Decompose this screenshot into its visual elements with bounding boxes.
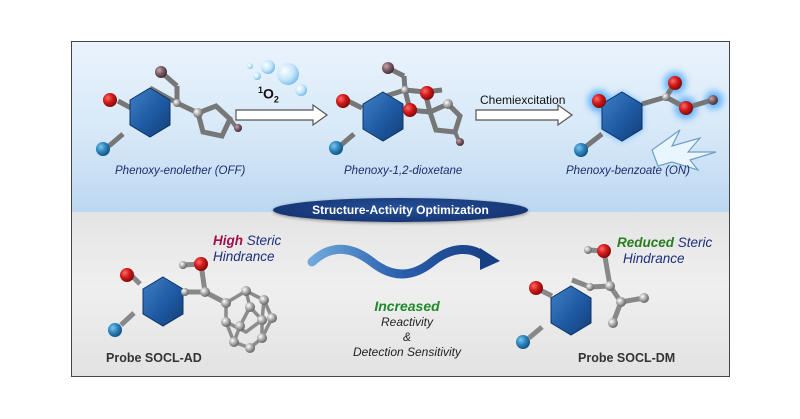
molecule-phenoxy-enolether [96, 66, 242, 156]
ampersand-text: & [402, 330, 411, 344]
reduced-steric-line2: Hindrance [623, 251, 685, 266]
high-steric-line2: Hindrance [213, 249, 275, 264]
reduced-steric-rest: Steric [674, 235, 713, 250]
reduced-emphasis: Reduced [617, 235, 675, 250]
optimization-wave-arrow [307, 244, 500, 279]
probe-socl-ad-label: Probe SOCL-AD [106, 351, 202, 365]
singlet-oxygen-label: 1O2 [258, 85, 279, 104]
reagent-subscript: 2 [273, 94, 279, 105]
banner-text: Structure-Activity Optimization [312, 203, 489, 217]
reaction-arrow-1 [235, 103, 329, 127]
chemiexcitation-label: Chemiexcitation [480, 93, 566, 107]
caption-dioxetane: Phenoxy-1,2-dioxetane [344, 165, 463, 177]
structure-activity-banner: Structure-Activity Optimization [273, 198, 528, 222]
high-steric-label: High Steric Hindrance [213, 233, 281, 265]
reaction-arrow-2 [475, 103, 574, 127]
caption-benzoate: Phenoxy-benzoate (ON) [566, 165, 691, 177]
reagent-superscript: 1 [258, 85, 264, 95]
increased-label-block: Increased Reactivity & Detection Sensiti… [332, 298, 482, 360]
figure-frame [71, 41, 730, 377]
reduced-steric-label: Reduced Steric Hindrance [617, 235, 712, 267]
caption-enolether: Phenoxy-enolether (OFF) [115, 165, 246, 177]
high-emphasis: High [213, 233, 243, 248]
molecule-socl-ad [108, 257, 277, 353]
singlet-oxygen-bubbles [247, 60, 307, 96]
reagent-symbol: O [263, 85, 274, 102]
reactivity-text: Reactivity [380, 315, 433, 329]
detection-sensitivity-text: Detection Sensitivity [352, 345, 462, 359]
molecule-phenoxy-dioxetane [329, 62, 464, 155]
molecule-phenoxy-benzoate [574, 72, 723, 157]
molecule-socl-dm [516, 244, 649, 349]
high-steric-rest: Steric [243, 233, 282, 248]
light-emission-icon [651, 129, 717, 172]
increased-emphasis: Increased [374, 298, 440, 314]
probe-socl-dm-label: Probe SOCL-DM [578, 351, 676, 365]
